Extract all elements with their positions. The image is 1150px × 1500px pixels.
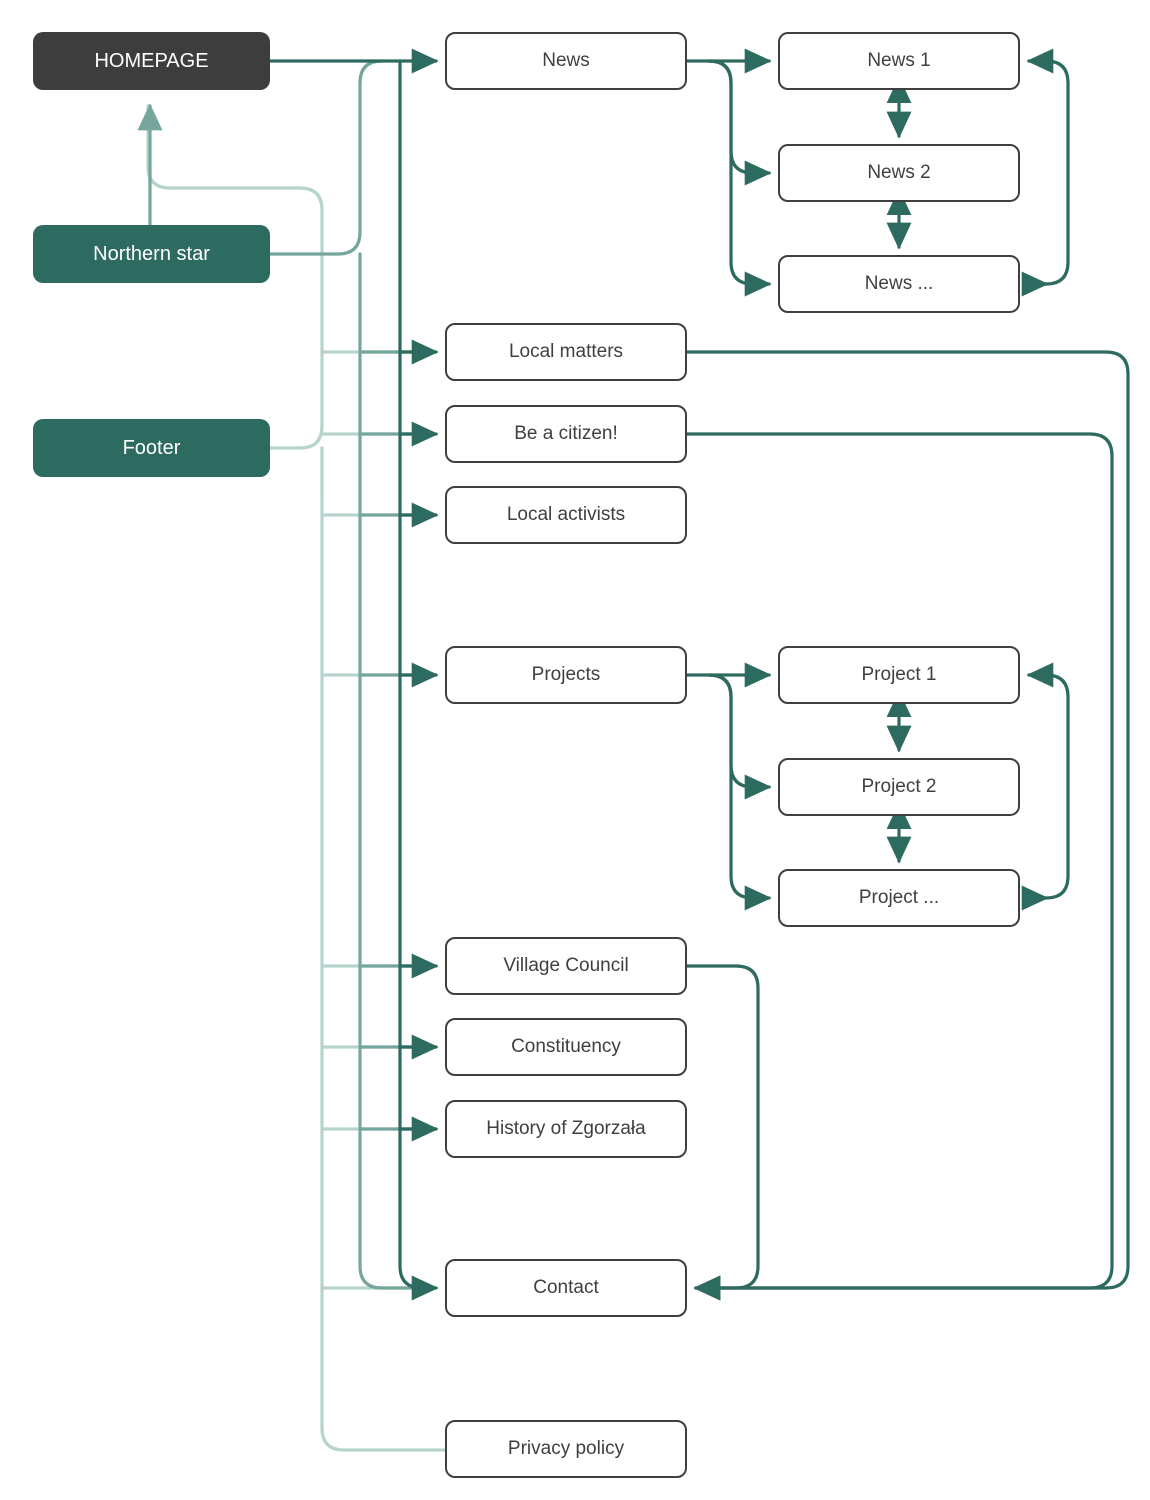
node-contact-label: Contact (533, 1277, 599, 1299)
node-project-2-label: Project 2 (861, 776, 937, 798)
node-news-more[interactable]: News ... (778, 255, 1020, 313)
news-cluster-edges (685, 48, 1070, 297)
node-project-1-label: Project 1 (861, 664, 937, 686)
node-contact[interactable]: Contact (445, 1259, 687, 1317)
node-news-2[interactable]: News 2 (778, 144, 1020, 202)
node-projects-label: Projects (531, 664, 601, 686)
node-local-activists-label: Local activists (506, 504, 626, 526)
node-news-1[interactable]: News 1 (778, 32, 1020, 90)
northern-star-edges (137, 59, 425, 1290)
node-homepage[interactable]: HOMEPAGE (33, 32, 270, 90)
node-footer-label: Footer (122, 436, 181, 459)
homepage-edges (268, 48, 439, 1301)
node-news[interactable]: News (445, 32, 687, 90)
node-homepage-label: HOMEPAGE (94, 49, 209, 72)
return-edges-to-contact (685, 350, 1130, 1301)
node-privacy-policy[interactable]: Privacy policy (445, 1420, 687, 1478)
node-news-1-label: News 1 (867, 50, 931, 72)
node-northern-star-label: Northern star (93, 242, 210, 265)
node-projects[interactable]: Projects (445, 646, 687, 704)
node-project-2[interactable]: Project 2 (778, 758, 1020, 816)
node-news-more-label: News ... (864, 273, 934, 295)
node-news-2-label: News 2 (867, 162, 931, 184)
node-local-matters[interactable]: Local matters (445, 323, 687, 381)
node-village-council[interactable]: Village Council (445, 937, 687, 995)
node-be-a-citizen-label: Be a citizen! (514, 423, 618, 445)
node-local-matters-label: Local matters (508, 341, 624, 363)
node-project-more[interactable]: Project ... (778, 869, 1020, 927)
node-be-a-citizen[interactable]: Be a citizen! (445, 405, 687, 463)
node-history-of-zgorzala[interactable]: History of Zgorzała (445, 1100, 687, 1158)
node-privacy-policy-label: Privacy policy (507, 1438, 625, 1460)
node-northern-star[interactable]: Northern star (33, 225, 270, 283)
node-project-1[interactable]: Project 1 (778, 646, 1020, 704)
node-footer[interactable]: Footer (33, 419, 270, 477)
node-village-council-label: Village Council (503, 955, 629, 977)
node-constituency-label: Constituency (511, 1036, 621, 1058)
node-constituency[interactable]: Constituency (445, 1018, 687, 1076)
projects-cluster-edges (685, 662, 1070, 911)
node-local-activists[interactable]: Local activists (445, 486, 687, 544)
node-history-of-zgorzala-label: History of Zgorzała (486, 1118, 646, 1140)
node-project-more-label: Project ... (858, 887, 940, 909)
node-news-label: News (542, 50, 590, 72)
